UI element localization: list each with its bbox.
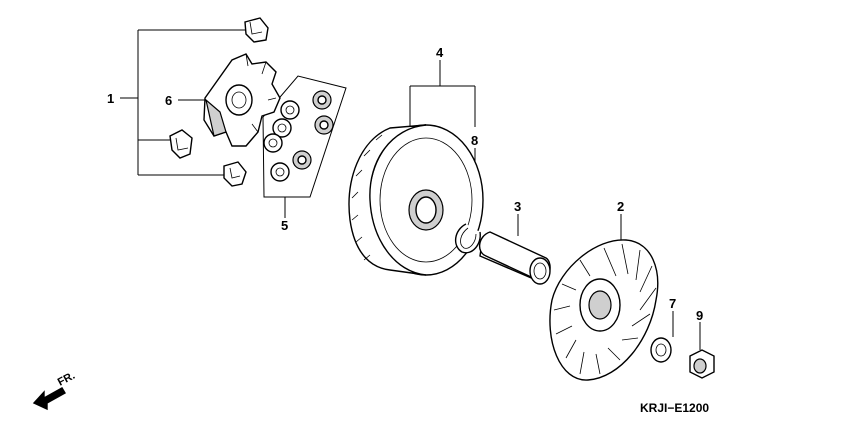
slide-piece-middle bbox=[169, 129, 193, 159]
callout-2: 2 bbox=[617, 199, 624, 214]
movable-drive-face bbox=[348, 124, 484, 276]
callout-4: 4 bbox=[436, 45, 444, 60]
direction-label: FR. bbox=[56, 370, 77, 389]
collar-sleeve bbox=[479, 231, 551, 285]
roller bbox=[263, 133, 283, 153]
roller bbox=[292, 150, 312, 170]
roller bbox=[314, 115, 334, 135]
roller bbox=[312, 90, 332, 110]
ramp-plate bbox=[203, 53, 281, 147]
callout-3: 3 bbox=[514, 199, 521, 214]
leader-lines bbox=[120, 29, 701, 350]
slide-piece-bottom bbox=[223, 161, 247, 187]
callout-8: 8 bbox=[471, 133, 478, 148]
front-direction-arrow bbox=[32, 387, 66, 411]
roller bbox=[280, 100, 300, 120]
callout-7: 7 bbox=[669, 296, 676, 311]
callout-5: 5 bbox=[281, 218, 288, 233]
weight-rollers bbox=[263, 90, 334, 182]
roller bbox=[272, 118, 292, 138]
diagram-code: KRJI−E1200 bbox=[640, 401, 709, 415]
roller bbox=[270, 162, 290, 182]
washer bbox=[650, 337, 672, 363]
fixed-drive-face bbox=[549, 239, 659, 381]
callout-6: 6 bbox=[165, 93, 172, 108]
circlip bbox=[455, 223, 481, 254]
nut bbox=[689, 349, 715, 379]
callout-1: 1 bbox=[107, 91, 114, 106]
slide-piece-top bbox=[244, 17, 269, 43]
callout-9: 9 bbox=[696, 308, 703, 323]
